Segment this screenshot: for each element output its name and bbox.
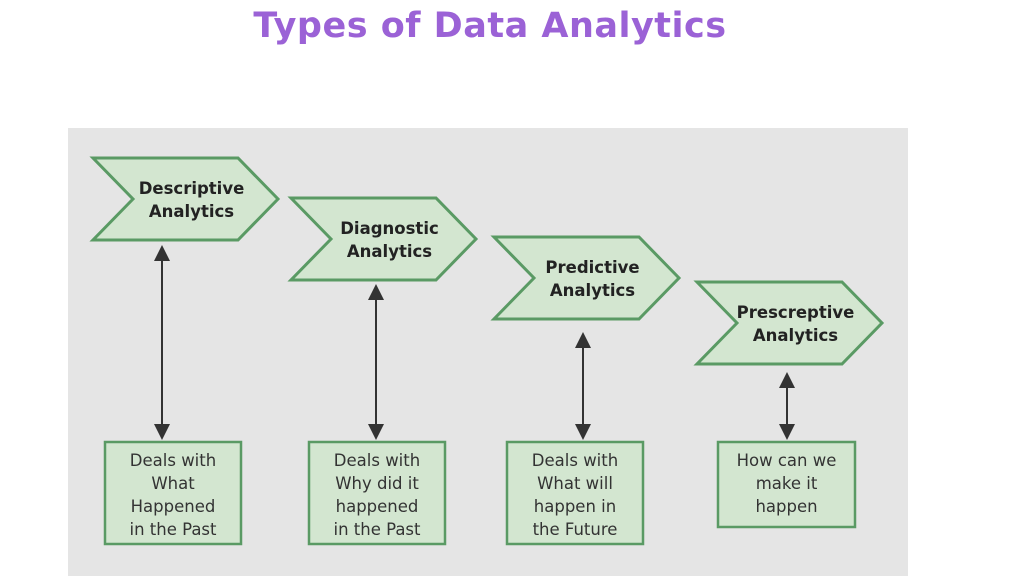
chevron-shape: [693, 280, 885, 366]
description-text: make it: [756, 474, 818, 493]
description-text: in the Past: [130, 520, 218, 539]
stage-label: Prescreptive: [737, 303, 855, 322]
description-text: happened: [336, 497, 419, 516]
description-text: What will: [537, 474, 613, 493]
description-text: in the Past: [334, 520, 422, 539]
chevron-shape: [89, 156, 281, 242]
stage-label: Predictive: [545, 258, 639, 277]
description-text: Happened: [131, 497, 216, 516]
description-text: happen in: [534, 497, 616, 516]
description-text: Deals with: [334, 451, 420, 470]
description-box: [716, 440, 857, 529]
description-box: [103, 440, 243, 546]
page-title: Types of Data Analytics: [253, 6, 727, 46]
stage-label: Descriptive: [139, 179, 245, 198]
description-text: What: [151, 474, 195, 493]
description-box: [505, 440, 645, 546]
description-text: happen: [755, 497, 817, 516]
chevron-shape: [287, 196, 479, 282]
description-text: the Future: [533, 520, 618, 539]
description-text: Deals with: [130, 451, 216, 470]
description-text: Deals with: [532, 451, 618, 470]
stage-label: Analytics: [149, 202, 234, 221]
stage-label: Analytics: [347, 242, 432, 261]
description-text: Why did it: [335, 474, 419, 493]
stage-label: Analytics: [753, 326, 838, 345]
chevron-shape: [490, 235, 682, 321]
stage-label: Analytics: [550, 281, 635, 300]
description-box: [307, 440, 447, 546]
description-text: How can we: [737, 451, 837, 470]
stage-label: Diagnostic: [340, 219, 439, 238]
